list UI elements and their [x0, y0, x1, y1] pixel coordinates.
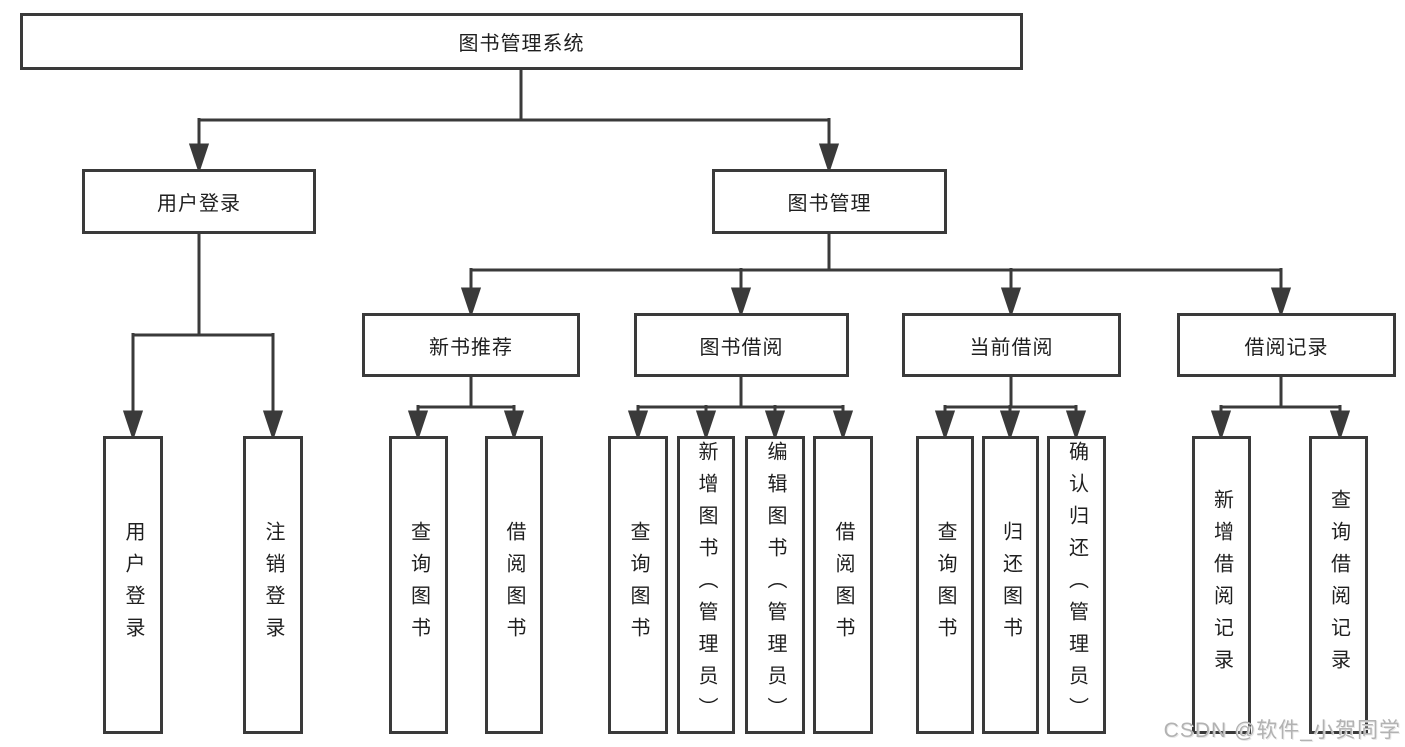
leaf-logout-label: 注销登录 — [262, 521, 284, 649]
node-new-book-recommend: 新书推荐 — [362, 313, 580, 377]
node-book-borrow: 图书借阅 — [634, 313, 849, 377]
leaf-newbook-query-books: 查询图书 — [389, 436, 448, 734]
leaf-borrow-borrow-books-label: 借阅图书 — [832, 521, 854, 649]
leaf-add-books-admin: 新增图书（管理员） — [677, 436, 735, 734]
node-borrow-record: 借阅记录 — [1177, 313, 1396, 377]
leaf-borrow-query-books: 查询图书 — [608, 436, 668, 734]
csdn-watermark: CSDN @软件_小贺同学 — [1163, 719, 1401, 742]
leaf-user-login: 用户登录 — [103, 436, 163, 734]
leaf-confirm-return-admin-label: 确认归还（管理员） — [1065, 441, 1088, 729]
leaf-logout: 注销登录 — [243, 436, 303, 734]
leaf-newbook-query-books-label: 查询图书 — [407, 521, 430, 649]
leaf-return-books-label: 归还图书 — [999, 521, 1022, 649]
leaf-add-books-admin-label: 新增图书（管理员） — [695, 441, 717, 729]
node-library-system: 图书管理系统 — [20, 13, 1023, 70]
leaf-query-borrow-record-label: 查询借阅记录 — [1327, 489, 1350, 681]
leaf-add-borrow-record: 新增借阅记录 — [1192, 436, 1251, 734]
leaf-borrow-borrow-books: 借阅图书 — [813, 436, 873, 734]
leaf-current-query-books-label: 查询图书 — [934, 521, 956, 649]
node-current-borrow: 当前借阅 — [902, 313, 1121, 377]
leaf-newbook-borrow-books: 借阅图书 — [485, 436, 543, 734]
leaf-current-query-books: 查询图书 — [916, 436, 974, 734]
leaf-borrow-query-books-label: 查询图书 — [627, 521, 649, 649]
leaf-user-login-label: 用户登录 — [122, 521, 144, 649]
leaf-query-borrow-record: 查询借阅记录 — [1309, 436, 1368, 734]
leaf-return-books: 归还图书 — [982, 436, 1039, 734]
leaf-edit-books-admin-label: 编辑图书（管理员） — [764, 441, 786, 729]
node-book-management: 图书管理 — [712, 169, 947, 234]
leaf-edit-books-admin: 编辑图书（管理员） — [745, 436, 805, 734]
leaf-add-borrow-record-label: 新增借阅记录 — [1210, 489, 1233, 681]
leaf-confirm-return-admin: 确认归还（管理员） — [1047, 436, 1106, 734]
leaf-newbook-borrow-books-label: 借阅图书 — [503, 521, 525, 649]
node-user-login: 用户登录 — [82, 169, 316, 234]
